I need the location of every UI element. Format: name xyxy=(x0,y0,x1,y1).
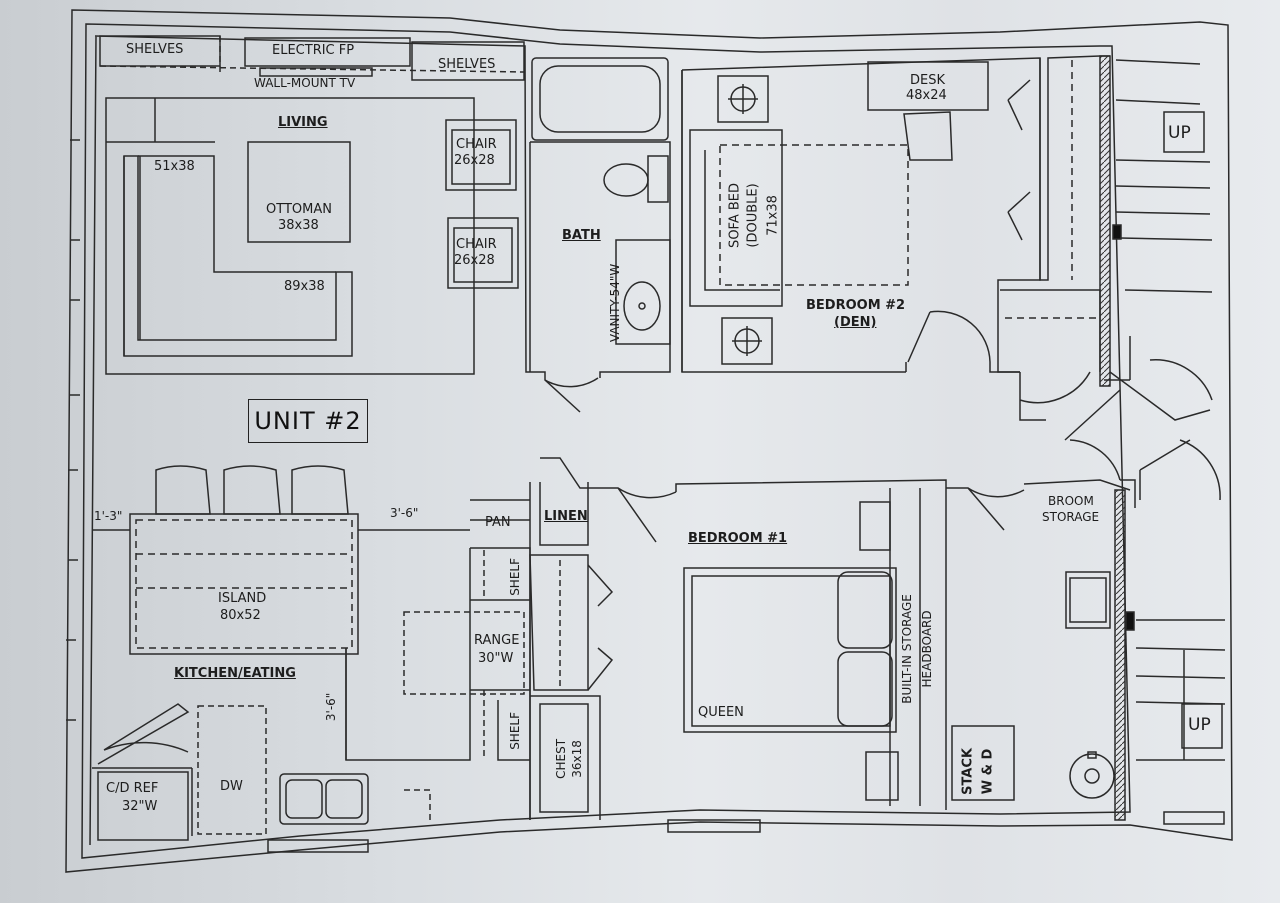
desk-label: DESK xyxy=(910,73,946,88)
shelves-right-unit xyxy=(411,41,525,81)
unit-title-label: UNIT #2 xyxy=(248,399,368,443)
room-label-kitchen: KITCHEN/EATING xyxy=(174,666,296,681)
desk-chair xyxy=(903,111,953,161)
room-label-bedroom2-sub: (DEN) xyxy=(834,315,877,330)
dw-label: DW xyxy=(220,779,243,794)
electric-fp-unit xyxy=(244,37,411,67)
pan-label: PAN xyxy=(485,515,511,530)
ottoman-shape xyxy=(247,141,351,243)
wall-mount-tv-label: WALL-MOUNT TV xyxy=(254,76,356,90)
headboard-label-2: HEADBOARD xyxy=(920,610,935,688)
toilet-tank xyxy=(647,155,669,203)
pillow-bottom xyxy=(837,651,893,727)
electric-fp-label: ELECTRIC FP xyxy=(272,43,355,58)
living-rug xyxy=(105,97,475,375)
nightstand-top xyxy=(717,75,769,123)
chair-bottom-label: CHAIR xyxy=(456,237,497,252)
ref-label: C/D REF xyxy=(106,781,159,796)
bathtub xyxy=(531,57,669,141)
ottoman-size-label: 38x38 xyxy=(278,218,319,233)
toilet-bowl xyxy=(603,163,649,197)
stair-up-bottom: UP xyxy=(1188,715,1211,735)
stool-1 xyxy=(155,465,211,515)
queen-bed xyxy=(683,567,897,733)
room-label-bath: BATH xyxy=(562,228,601,243)
sectional-size-b: 89x38 xyxy=(284,279,325,294)
broom-storage-label-1: BROOM xyxy=(1048,494,1094,508)
vanity-label: VANITY-54"W xyxy=(608,263,623,343)
stack-wd-label-2: W & D xyxy=(980,748,996,795)
chest-size-label: 36x18 xyxy=(570,740,585,778)
sofa-bed-shape xyxy=(689,129,783,307)
ottoman-label: OTTOMAN xyxy=(266,202,332,217)
broom-storage-label-2: STORAGE xyxy=(1042,510,1100,524)
dimension-side: 3'-6" xyxy=(324,692,339,722)
chest-shape xyxy=(539,703,589,813)
dimension-top: 3'-6" xyxy=(390,506,419,520)
room-label-linen: LINEN xyxy=(544,509,588,524)
shelf-label-bottom: SHELF xyxy=(508,711,523,750)
sectional-size-a: 51x38 xyxy=(154,159,195,174)
stool-3 xyxy=(291,465,349,515)
queen-label: QUEEN xyxy=(698,705,744,720)
bath-sink xyxy=(623,281,661,331)
shelves-left-label: SHELVES xyxy=(126,42,184,57)
sofa-bed-type-label: (DOUBLE) xyxy=(745,183,761,248)
stack-wd-box xyxy=(951,725,1015,801)
dw-dashed xyxy=(197,705,267,835)
range-label: RANGE xyxy=(474,633,520,648)
desk-size-label: 48x24 xyxy=(906,88,947,103)
water-heater-box xyxy=(1065,571,1111,629)
island-label: ISLAND xyxy=(218,591,267,606)
chair-top-size: 26x28 xyxy=(454,153,495,168)
stool-2 xyxy=(223,465,281,515)
dimension-left: 1'-3" xyxy=(94,509,123,523)
desk-shape xyxy=(867,61,989,111)
chest-label: CHEST xyxy=(554,738,569,779)
range-size-label: 30"W xyxy=(478,651,514,666)
nightstand-bottom xyxy=(721,317,773,365)
exterior-wall-inner xyxy=(81,23,1131,859)
chair-top xyxy=(445,119,517,191)
exterior-wall-outer xyxy=(65,9,1233,873)
chair-bottom xyxy=(447,217,519,289)
stack-wd-label-1: STACK xyxy=(960,748,976,795)
chair-top-label: CHAIR xyxy=(456,137,497,152)
floor-drain xyxy=(1069,753,1115,799)
kitchen-sink xyxy=(279,773,369,825)
chair-bottom-size: 26x28 xyxy=(454,253,495,268)
shelf-label-top: SHELF xyxy=(508,557,523,596)
room-label-bedroom2: BEDROOM #2 xyxy=(806,298,906,313)
shelves-right-label: SHELVES xyxy=(438,57,496,72)
room-label-bedroom1: BEDROOM #1 xyxy=(688,531,788,546)
island-shape xyxy=(129,513,359,655)
headboard-label-1: BUILT-IN STORAGE xyxy=(900,594,915,704)
fridge-box xyxy=(97,771,189,841)
sectional-sofa xyxy=(123,155,353,357)
sofa-bed-size-label: 71x38 xyxy=(765,195,781,236)
island-size-label: 80x52 xyxy=(220,608,261,623)
range-dash xyxy=(403,611,525,695)
pillow-top xyxy=(837,571,893,649)
wall-mount-tv-shape xyxy=(259,67,373,77)
room-label-living: LIVING xyxy=(278,115,328,130)
stair-up-top: UP xyxy=(1168,123,1191,143)
vanity-counter xyxy=(615,239,671,345)
ref-size-label: 32"W xyxy=(122,799,158,814)
sofa-bed-label: SOFA BED xyxy=(727,183,743,248)
